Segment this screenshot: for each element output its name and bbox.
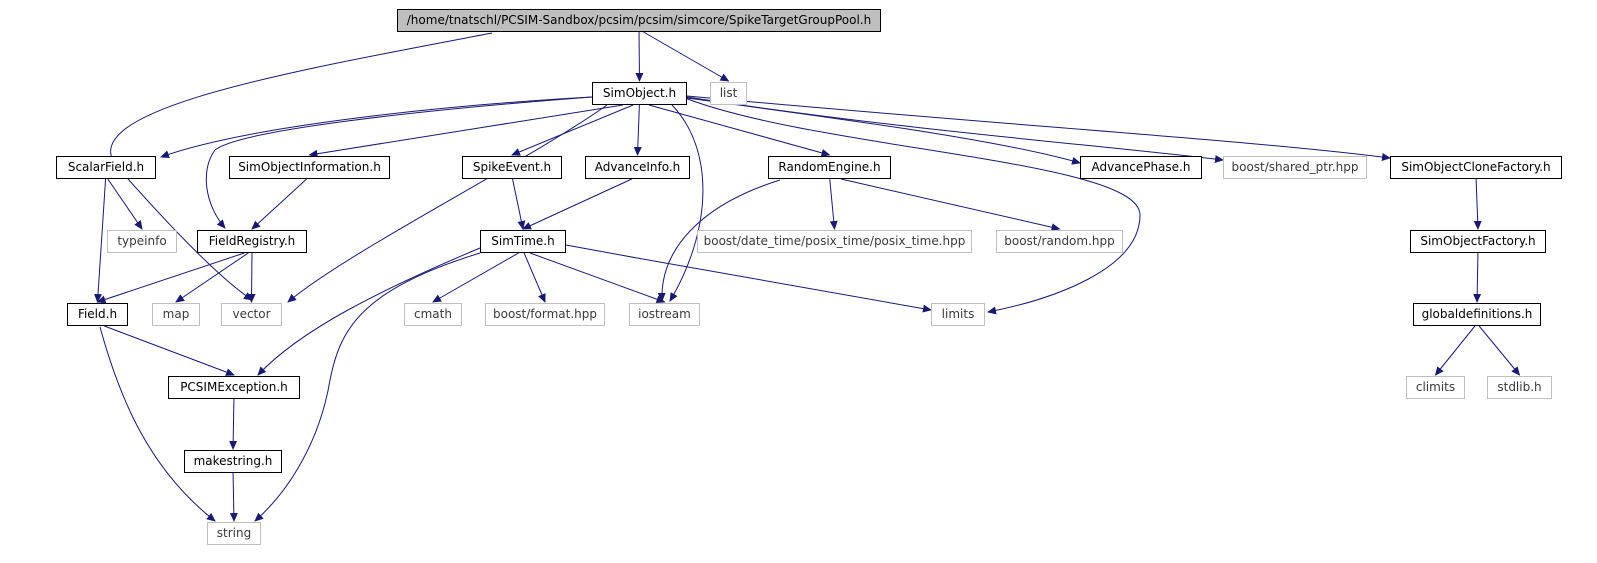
edge-simobject-to-sharedptr (686, 96, 1224, 164)
node-simtime[interactable]: SimTime.h (480, 230, 566, 253)
node-boostrandom: boost/random.hpp (996, 230, 1123, 253)
edge-scalarfield-to-field (94, 178, 107, 303)
edge-simtime-to-limits (565, 244, 932, 313)
edge-clonefactory-to-simobjfactory (1473, 178, 1482, 230)
edge-field-to-string (99, 326, 216, 522)
node-stdlib: stdlib.h (1487, 376, 1552, 399)
edge-simtime-to-iostream (529, 252, 666, 304)
node-vector: vector (221, 303, 282, 326)
node-pcsimexception[interactable]: PCSIMException.h (168, 376, 300, 399)
node-posixtime: boost/date_time/posix_time/posix_time.hp… (697, 230, 972, 253)
node-spikeevent[interactable]: SpikeEvent.h (462, 156, 562, 179)
edge-simtime-to-boostformat (523, 252, 546, 303)
node-list: list (710, 82, 747, 105)
node-root[interactable]: /home/tnatschl/PCSIM-Sandbox/pcsim/pcsim… (397, 9, 881, 32)
edge-simtime-to-string (254, 252, 481, 522)
node-climits: climits (1406, 376, 1465, 399)
edge-scalarfield-to-typeinfo (107, 178, 143, 230)
edge-simtime-to-cmath (432, 252, 519, 303)
node-globaldefs[interactable]: globaldefinitions.h (1413, 303, 1541, 326)
node-simobjinfo[interactable]: SimObjectInformation.h (229, 156, 390, 179)
edge-advanceinfo-to-simtime (522, 178, 632, 230)
node-limits: limits (931, 303, 985, 326)
node-simobjfactory[interactable]: SimObjectFactory.h (1410, 230, 1546, 253)
edge-simobject-to-randomengine (648, 104, 831, 157)
edges-layer (94, 31, 1521, 522)
node-iostream: iostream (629, 303, 700, 326)
edge-simobject-to-clonefactory (686, 95, 1391, 161)
edge-randomengine-to-posixtime (829, 178, 838, 230)
edge-simobject-to-spikeevent (511, 104, 634, 156)
edge-field-to-pcsimexception (104, 325, 235, 376)
edge-simobject-to-vector (287, 104, 608, 303)
edge-globaldefs-to-climits (1434, 325, 1476, 376)
edge-simobject-to-advancephase (686, 97, 1081, 165)
edge-fieldregistry-to-map (175, 252, 249, 303)
edge-randomengine-to-iostream (657, 179, 781, 302)
edge-simobject-to-simobjinfo (308, 104, 624, 158)
node-simobject[interactable]: SimObject.h (592, 82, 687, 105)
node-fieldregistry[interactable]: FieldRegistry.h (197, 230, 307, 253)
edge-randomengine-to-boostrandom (840, 178, 1061, 232)
node-advanceinfo[interactable]: AdvanceInfo.h (585, 156, 690, 179)
node-cmath: cmath (404, 303, 462, 326)
node-randomengine[interactable]: RandomEngine.h (768, 156, 891, 179)
node-makestring[interactable]: makestring.h (184, 450, 282, 473)
node-typeinfo: typeinfo (107, 230, 177, 253)
edge-makestring-to-string (229, 472, 238, 522)
edge-simtime-to-pcsimexception (257, 247, 481, 376)
edge-simobjinfo-to-fieldregistry (251, 178, 307, 230)
node-sharedptr: boost/shared_ptr.hpp (1223, 156, 1367, 179)
node-map: map (152, 303, 200, 326)
node-string: string (207, 522, 261, 545)
node-advancephase[interactable]: AdvancePhase.h (1080, 156, 1202, 179)
node-boostformat: boost/format.hpp (485, 303, 605, 326)
edge-pcsimexception-to-makestring (229, 398, 238, 450)
edge-fieldregistry-to-field (96, 252, 245, 304)
edge-simobject-to-fieldregistry (205, 96, 593, 229)
edge-simobject-to-limits (684, 97, 1141, 315)
edge-simobject-to-scalarfield (160, 96, 593, 159)
edge-globaldefs-to-stdlib (1478, 325, 1521, 376)
node-field[interactable]: Field.h (67, 303, 128, 326)
node-clonefactory[interactable]: SimObjectCloneFactory.h (1390, 156, 1562, 179)
edge-root-to-vector (110, 32, 493, 301)
edge-simobjfactory-to-globaldefs (1473, 252, 1482, 303)
node-scalarfield[interactable]: ScalarField.h (56, 156, 156, 179)
edge-root-to-list (643, 31, 730, 82)
edge-spikeevent-to-simtime (512, 178, 526, 230)
edge-simobject-to-iostream (669, 104, 704, 302)
edge-simobject-to-advanceinfo (633, 104, 642, 156)
